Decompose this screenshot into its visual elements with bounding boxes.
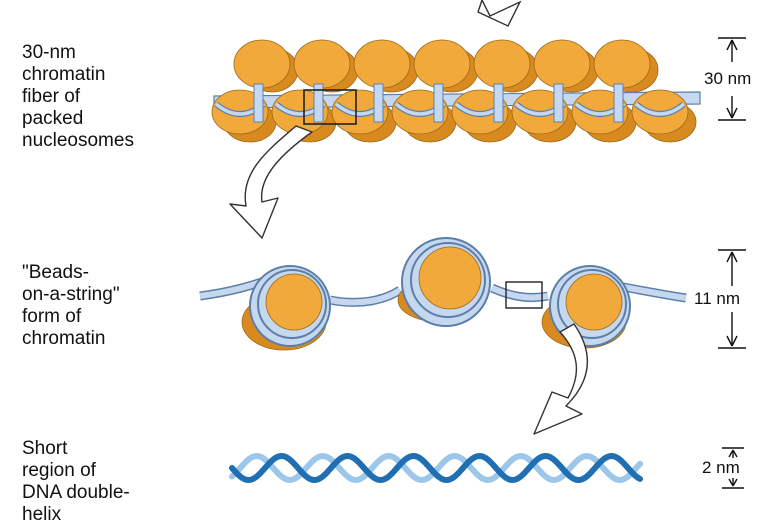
fiber-label-line: nucleosomes bbox=[22, 130, 134, 151]
nucleosome bbox=[294, 40, 350, 88]
dna-double-helix bbox=[232, 456, 640, 480]
nucleosome bbox=[474, 40, 530, 88]
level-fiber-label: 30-nm chromatin fiber of packed nucleoso… bbox=[22, 42, 134, 151]
nucleosome bbox=[414, 40, 470, 88]
helix-dimension-label: 2 nm bbox=[702, 458, 740, 477]
nucleosome-bead bbox=[242, 266, 330, 350]
fiber-label-line: 30-nm bbox=[22, 42, 76, 63]
beads-label-line: "Beads- bbox=[22, 262, 89, 283]
linker-dna bbox=[254, 84, 263, 122]
incoming-arrow-icon bbox=[478, 0, 520, 26]
linker-dna bbox=[434, 84, 443, 122]
fiber-label-line: fiber of bbox=[22, 86, 81, 107]
fiber-dimension-label: 30 nm bbox=[704, 69, 751, 88]
level-beads-label: "Beads- on-a-string" form of chromatin bbox=[22, 262, 120, 349]
nucleosome bbox=[354, 40, 410, 88]
nucleosome-bead bbox=[542, 266, 630, 348]
fiber-label-line: packed bbox=[22, 108, 83, 129]
nucleosome bbox=[534, 40, 590, 88]
dimension-marker-30nm: 30 nm bbox=[704, 38, 751, 120]
nucleosome bbox=[594, 40, 650, 88]
beads-label-line: form of bbox=[22, 306, 82, 327]
linker-dna bbox=[614, 84, 623, 122]
linker-dna bbox=[494, 84, 503, 122]
chromatin-fiber bbox=[212, 40, 700, 142]
dimension-marker-2nm: 2 nm bbox=[702, 448, 744, 488]
beads-label-line: on-a-string" bbox=[22, 284, 120, 305]
beads-dimension-label: 11 nm bbox=[694, 289, 740, 308]
level-helix-label: Short region of DNA double- helix bbox=[22, 438, 130, 525]
helix-label-line: helix bbox=[22, 504, 62, 525]
dimension-marker-11nm: 11 nm bbox=[694, 250, 746, 348]
helix-label-line: region of bbox=[22, 460, 97, 481]
helix-label-line: Short bbox=[22, 438, 68, 459]
linker-dna bbox=[374, 84, 383, 122]
linker-dna bbox=[554, 84, 563, 122]
nucleosome bbox=[234, 40, 290, 88]
beads-on-string bbox=[200, 238, 686, 350]
fiber-label-line: chromatin bbox=[22, 64, 105, 85]
beads-label-line: chromatin bbox=[22, 328, 105, 349]
helix-label-line: DNA double- bbox=[22, 482, 130, 503]
curved-arrow-icon bbox=[230, 126, 312, 238]
nucleosome-bead bbox=[398, 238, 490, 326]
